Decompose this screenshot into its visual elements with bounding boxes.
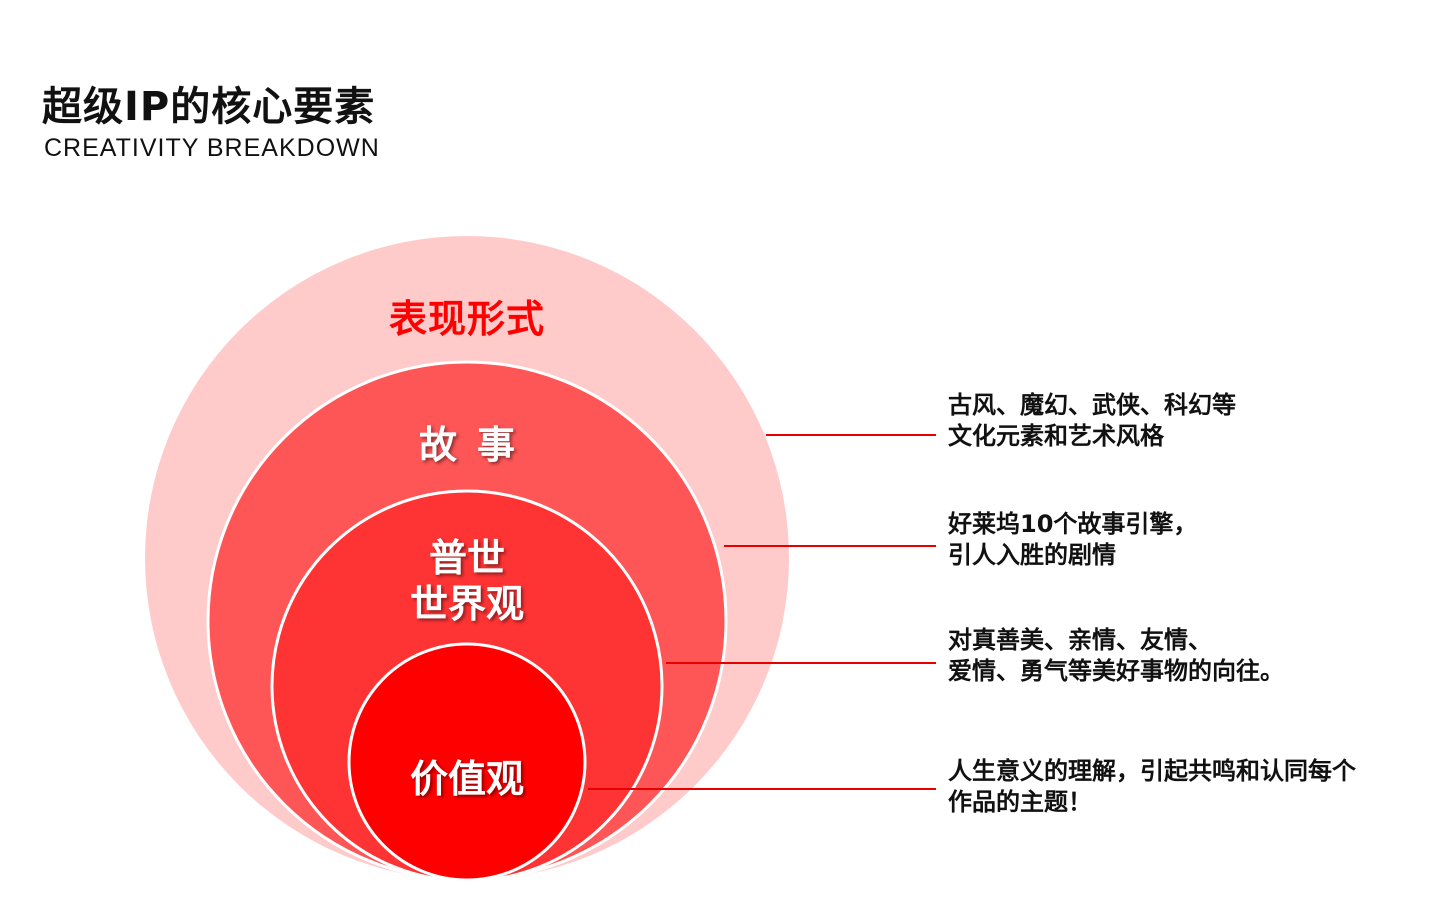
description-line: 作品的主题！	[948, 788, 1092, 816]
page-subtitle: CREATIVITY BREAKDOWN	[44, 134, 380, 162]
label-worldview-line2: 世界观	[409, 582, 525, 626]
description-values: 人生意义的理解，引起共鸣和认同每个 作品的主题！	[948, 756, 1356, 818]
description-line: 古风、魔幻、武侠、科幻等	[948, 391, 1236, 419]
label-presentation-form: 表现形式	[388, 297, 546, 341]
description-line: 引人入胜的剧情	[948, 541, 1116, 569]
description-line: 文化元素和艺术风格	[948, 422, 1164, 450]
description-story: 好莱坞10个故事引擎， 引人入胜的剧情	[948, 509, 1197, 571]
description-line: 爱情、勇气等美好事物的向往。	[948, 657, 1284, 685]
description-line: 人生意义的理解，引起共鸣和认同每个	[948, 757, 1356, 785]
description-line: 好莱坞10个故事引擎，	[948, 510, 1198, 538]
label-worldview-line1: 普世	[428, 536, 506, 580]
label-worldview: 普世 世界观	[410, 535, 524, 627]
description-worldview: 对真善美、亲情、友情、 爱情、勇气等美好事物的向往。	[948, 625, 1284, 687]
label-story: 故事	[418, 423, 536, 467]
description-presentation-form: 古风、魔幻、武侠、科幻等 文化元素和艺术风格	[948, 390, 1236, 452]
label-values: 价值观	[409, 757, 525, 801]
circle-values	[347, 642, 587, 882]
page-title: 超级IP的核心要素	[42, 84, 376, 130]
description-line: 对真善美、亲情、友情、	[948, 626, 1212, 654]
